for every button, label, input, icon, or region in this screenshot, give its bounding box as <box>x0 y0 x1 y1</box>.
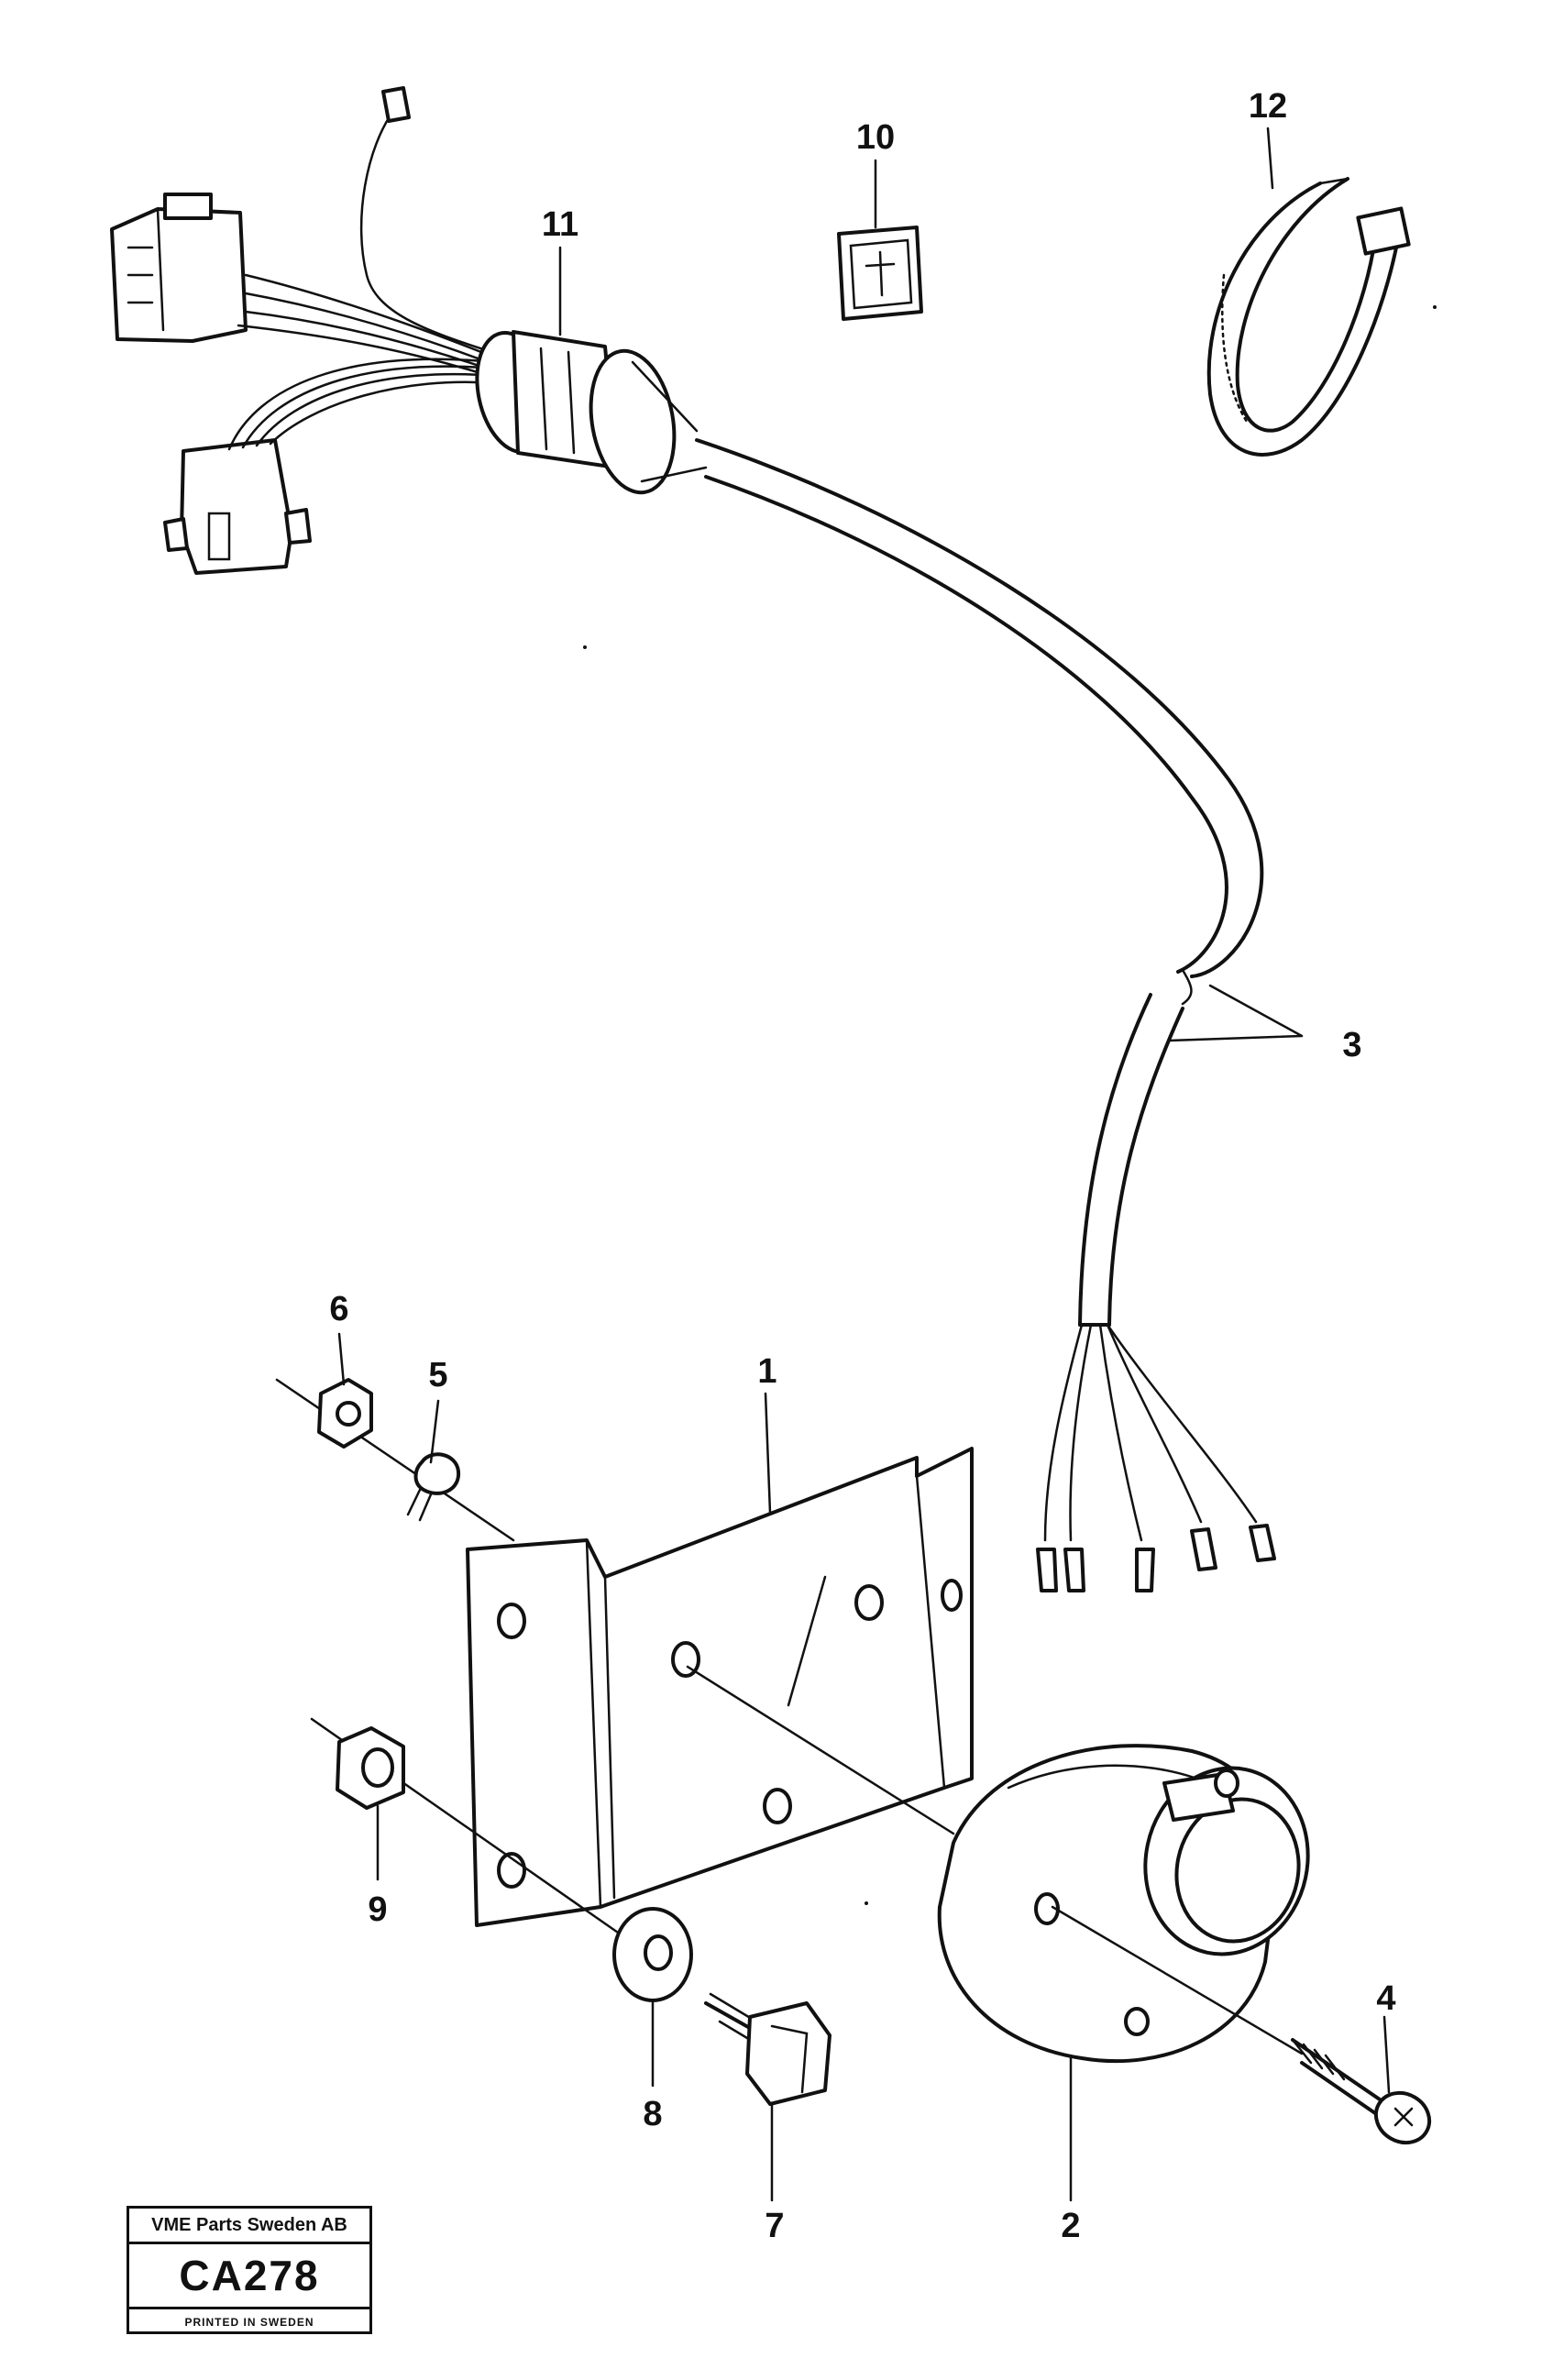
wiring-harness-part-11 <box>110 86 708 575</box>
title-block-stamp: VME Parts Sweden AB CA278 PRINTED IN SWE… <box>127 2206 372 2334</box>
bolt-part-7 <box>704 1992 832 2106</box>
callout-12: 12 <box>1249 87 1287 126</box>
callout-10: 10 <box>856 118 895 157</box>
callout-5: 5 <box>428 1356 447 1394</box>
callout-7: 7 <box>765 2207 784 2245</box>
nut-part-6 <box>317 1378 373 1449</box>
callout-11: 11 <box>542 205 578 244</box>
nut-part-9 <box>336 1726 405 1810</box>
company-name: VME Parts Sweden AB <box>129 2209 369 2244</box>
socket-part-2 <box>937 1744 1310 2064</box>
cable-part-3 <box>695 438 1276 1592</box>
clip-part-10 <box>837 226 923 321</box>
callout-4: 4 <box>1376 1979 1395 2018</box>
spring-washer-part-5 <box>406 1452 461 1522</box>
callout-9: 9 <box>368 1890 387 1929</box>
leader-lines <box>337 127 1391 2202</box>
printed-notice: PRINTED IN SWEDEN <box>184 2316 314 2329</box>
callout-1: 1 <box>757 1352 776 1391</box>
callout-3: 3 <box>1342 1026 1361 1064</box>
washer-part-8 <box>612 1907 693 2002</box>
cable-tie-part-12 <box>1206 177 1411 457</box>
callout-2: 2 <box>1061 2207 1080 2245</box>
callout-8: 8 <box>643 2095 662 2133</box>
screw-part-4 <box>1051 1905 1432 2145</box>
bracket-part-1 <box>275 1378 974 1964</box>
callout-labels: 1 2 3 4 5 6 7 8 9 10 11 12 <box>329 87 1395 2245</box>
drawing-code: CA278 <box>129 2244 369 2309</box>
callout-6: 6 <box>329 1290 348 1328</box>
